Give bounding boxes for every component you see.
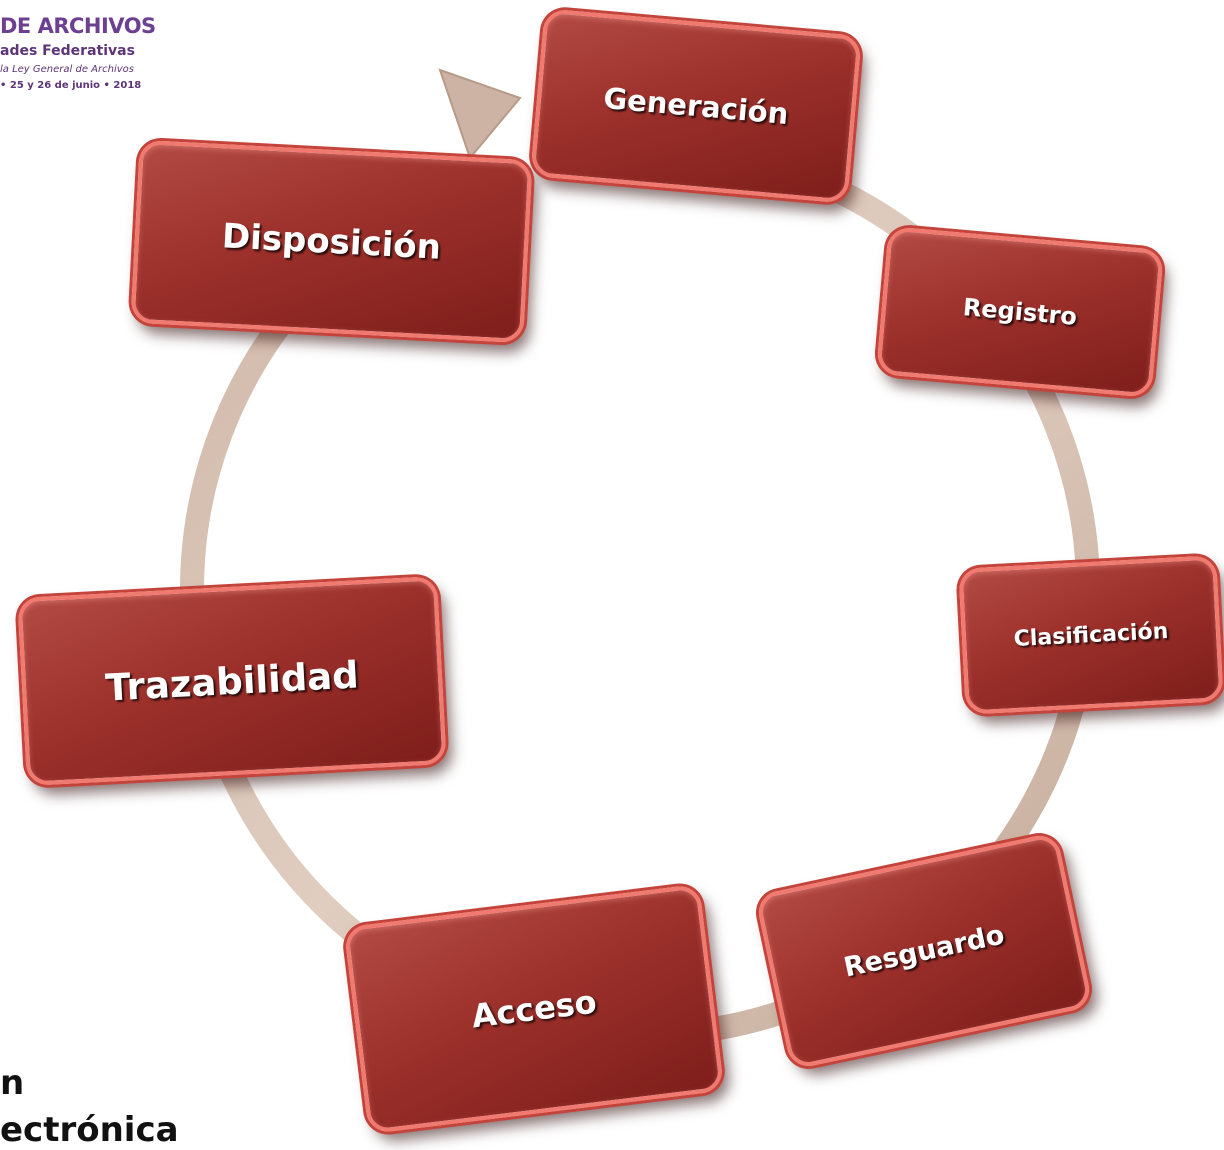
stage-disposicion-label: Disposición <box>221 215 442 268</box>
stage-disposicion: Disposición <box>130 139 533 344</box>
stage-trazabilidad-label: Trazabilidad <box>104 652 360 710</box>
stage-registro-label: Registro <box>961 293 1079 331</box>
stage-clasificacion: Clasificación <box>958 555 1224 715</box>
stage-generacion: Generación <box>530 8 862 204</box>
logo-line-3: la Ley General de Archivos <box>0 64 134 75</box>
stage-acceso: Acceso <box>343 883 725 1135</box>
stage-clasificacion-label: Clasificación <box>1013 618 1169 652</box>
stage-registro: Registro <box>876 226 1164 398</box>
logo-line-1: DE ARCHIVOS <box>0 14 156 38</box>
logo-line-2: ades Federativas <box>0 43 135 59</box>
stage-trazabilidad: Trazabilidad <box>17 576 447 786</box>
logo-line-4: • 25 y 26 de junio • 2018 <box>0 80 142 91</box>
stage-generacion-label: Generación <box>602 80 790 132</box>
cycle-arrow-head <box>438 68 522 161</box>
stage-acceso-label: Acceso <box>469 982 599 1036</box>
caption-line-1: n <box>0 1063 25 1103</box>
caption-line-2: ectrónica <box>0 1110 179 1150</box>
event-logo: DE ARCHIVOS ades Federativas la Ley Gene… <box>0 0 170 110</box>
stage-resguardo-label: Resguardo <box>840 918 1008 984</box>
